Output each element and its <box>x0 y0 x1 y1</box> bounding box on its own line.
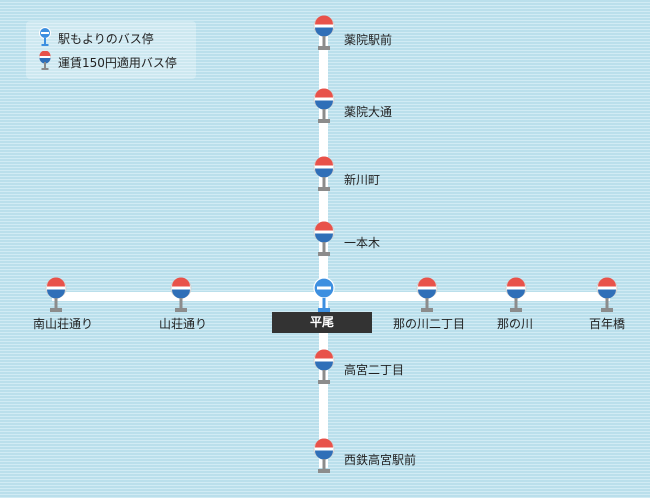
stop-label-minamiyamaso-dori: 南山荘通り <box>32 317 94 331</box>
bus-stop-takamiya-2chome[interactable] <box>313 349 335 385</box>
bus-stop-yamaso-dori[interactable] <box>170 277 192 313</box>
legend-station-label: 駅もよりのバス停 <box>58 32 154 46</box>
stop-label-nanokawa-2chome: 那の川二丁目 <box>392 317 466 331</box>
bus-stop-minamiyamaso-dori[interactable] <box>45 277 67 313</box>
fare-bus-stop-sign-icon <box>313 349 335 384</box>
current-stop-label: 平尾 <box>272 312 372 333</box>
bus-stop-hirao-current[interactable] <box>313 277 335 313</box>
stop-label-yakuin-odori: 薬院大通 <box>344 105 393 119</box>
station-bus-stop-icon <box>39 27 51 46</box>
fare-bus-stop-sign-icon <box>313 221 335 256</box>
fare-bus-stop-sign-icon <box>313 15 335 50</box>
bus-stop-nanokawa-2chome[interactable] <box>416 277 438 313</box>
stop-label-ippongi: 一本木 <box>344 236 381 250</box>
fare-bus-stop-sign-icon <box>170 277 192 312</box>
bus-stop-yakuin-ekimae[interactable] <box>313 15 335 51</box>
legend-fare150-label: 運賃150円適用バス停 <box>58 56 177 70</box>
fare-bus-stop-icon <box>39 51 51 70</box>
fare-bus-stop-sign-icon <box>313 156 335 191</box>
bus-stop-hyakunenbashi[interactable] <box>596 277 618 313</box>
fare-bus-stop-sign-icon <box>313 438 335 473</box>
bus-stop-yakuin-odori[interactable] <box>313 88 335 124</box>
stop-label-nanokawa: 那の川 <box>496 317 534 331</box>
fare-bus-stop-sign-icon <box>416 277 438 312</box>
stop-label-yamaso-dori: 山荘通り <box>158 317 208 331</box>
station-bus-stop-sign-icon <box>313 277 335 312</box>
fare-bus-stop-sign-icon <box>45 277 67 312</box>
route-line-horizontal <box>52 292 610 301</box>
legend: 駅もよりのバス停 運賃150円適用バス停 <box>26 21 196 79</box>
stop-label-shinkawa-machi: 新川町 <box>344 173 381 187</box>
fare-bus-stop-sign-icon <box>313 88 335 123</box>
bus-stop-nishitetsu-takamiya-ekimae[interactable] <box>313 438 335 474</box>
bus-stop-shinkawa-machi[interactable] <box>313 156 335 192</box>
stop-label-takamiya-2chome: 高宮二丁目 <box>344 363 405 377</box>
stop-label-hyakunenbashi: 百年橋 <box>588 317 626 331</box>
fare-bus-stop-sign-icon <box>596 277 618 312</box>
stop-label-yakuin-ekimae: 薬院駅前 <box>344 33 393 47</box>
stop-label-nishitetsu-takamiya-ekimae: 西鉄高宮駅前 <box>344 453 417 467</box>
bus-stop-ippongi[interactable] <box>313 221 335 257</box>
fare-bus-stop-sign-icon <box>505 277 527 312</box>
bus-stop-nanokawa[interactable] <box>505 277 527 313</box>
